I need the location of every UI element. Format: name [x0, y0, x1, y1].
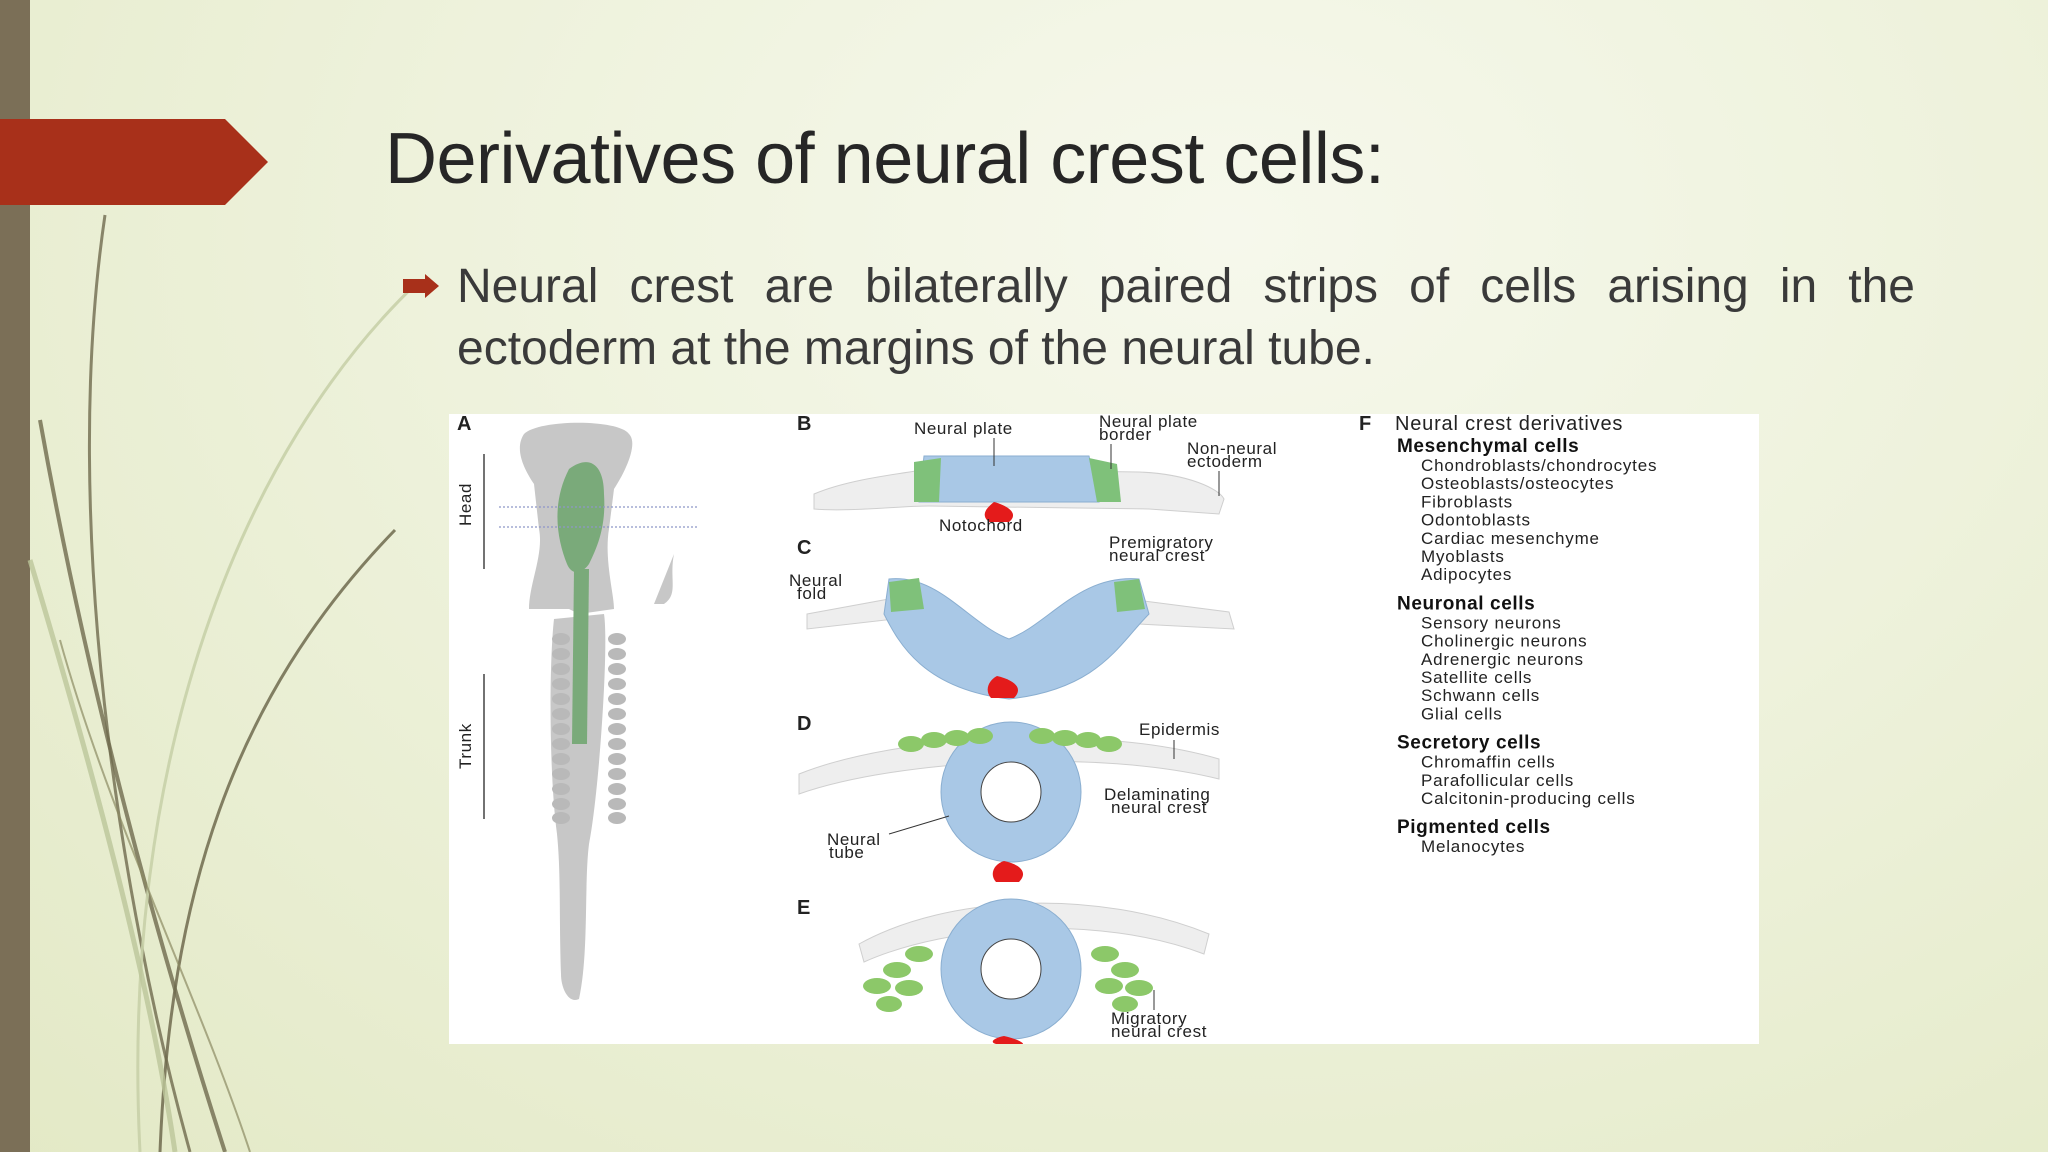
- panel-b-letter: B: [797, 414, 811, 435]
- panel-c-letter: C: [797, 537, 811, 559]
- derivative-group-heading: Neuronal cells: [1397, 593, 1535, 614]
- panel-e-letter: E: [797, 897, 810, 919]
- title-accent-arrow: [0, 119, 268, 205]
- delaminating-label-1: Delaminating: [1104, 785, 1210, 804]
- derivative-item: Melanocytes: [1421, 837, 1525, 856]
- neural-plate-border-label-1: Neural plate: [1099, 414, 1198, 431]
- embryo-drawing: [499, 422, 699, 1000]
- slide-title: Derivatives of neural crest cells:: [385, 119, 1385, 199]
- figure-illustration: A Head Trunk: [456, 414, 1657, 1044]
- neural-fold-label-2: fold: [797, 584, 827, 603]
- notochord-label: Notochord: [939, 516, 1023, 535]
- derivative-item: Chondroblasts/chondrocytes: [1421, 456, 1657, 475]
- bullet-arrow-icon: [403, 274, 439, 298]
- derivative-item: Fibroblasts: [1421, 492, 1513, 511]
- delaminating-label-2: neural crest: [1111, 798, 1207, 817]
- derivative-item: Osteoblasts/osteocytes: [1421, 474, 1614, 493]
- derivative-item: Sensory neurons: [1421, 613, 1562, 632]
- derivative-item: Glial cells: [1421, 704, 1503, 723]
- derivative-item: Parafollicular cells: [1421, 771, 1574, 790]
- derivative-item: Calcitonin-producing cells: [1421, 789, 1636, 808]
- epidermis-label: Epidermis: [1139, 720, 1220, 739]
- derivative-item: Odontoblasts: [1421, 511, 1531, 530]
- neural-fold-drawing: [806, 578, 1235, 700]
- non-neural-ectoderm-label-2: ectoderm: [1187, 452, 1263, 471]
- panel-a-letter: A: [457, 414, 471, 435]
- delaminating-drawing: [798, 721, 1220, 882]
- derivative-item: Cardiac mesenchyme: [1421, 529, 1600, 548]
- decorative-grass-lines: [27, 214, 420, 1152]
- migratory-label-1: Migratory: [1111, 1009, 1187, 1028]
- derivative-item: Adrenergic neurons: [1421, 650, 1584, 669]
- neural-tube-label-1: Neural: [827, 830, 881, 849]
- panel-f-letter: F: [1359, 414, 1371, 435]
- migratory-label-2: neural crest: [1111, 1022, 1207, 1041]
- neural-plate-border-label-2: border: [1099, 425, 1152, 444]
- neural-crest-figure: A Head Trunk: [449, 414, 1759, 1044]
- non-neural-ectoderm-label-1: Non-neural: [1187, 439, 1277, 458]
- neural-fold-label-1: Neural: [789, 571, 843, 590]
- derivative-group-heading: Pigmented cells: [1397, 817, 1551, 838]
- derivatives-list: Mesenchymal cellsChondroblasts/chondrocy…: [1397, 436, 1657, 856]
- bullet-text: Neural crest are bilaterally paired stri…: [457, 260, 1915, 375]
- trunk-label: Trunk: [456, 723, 475, 769]
- panel-d-letter: D: [797, 713, 811, 735]
- derivatives-title: Neural crest derivatives: [1395, 414, 1623, 435]
- premigratory-label-1: Premigratory: [1109, 533, 1214, 552]
- derivative-item: Schwann cells: [1421, 686, 1540, 705]
- neural-plate-label: Neural plate: [914, 419, 1013, 438]
- derivative-group-heading: Mesenchymal cells: [1397, 436, 1579, 457]
- derivative-item: Adipocytes: [1421, 565, 1512, 584]
- derivative-group-heading: Secretory cells: [1397, 733, 1541, 754]
- neural-tube-label-2: tube: [829, 843, 865, 862]
- head-label: Head: [456, 483, 475, 526]
- migratory-drawing: [858, 898, 1210, 1044]
- derivative-item: Chromaffin cells: [1421, 753, 1555, 772]
- neural-plate-drawing: [813, 455, 1225, 522]
- derivative-item: Cholinergic neurons: [1421, 632, 1587, 651]
- derivative-item: Satellite cells: [1421, 668, 1532, 687]
- premigratory-label-2: neural crest: [1109, 546, 1205, 565]
- derivative-item: Myoblasts: [1421, 547, 1505, 566]
